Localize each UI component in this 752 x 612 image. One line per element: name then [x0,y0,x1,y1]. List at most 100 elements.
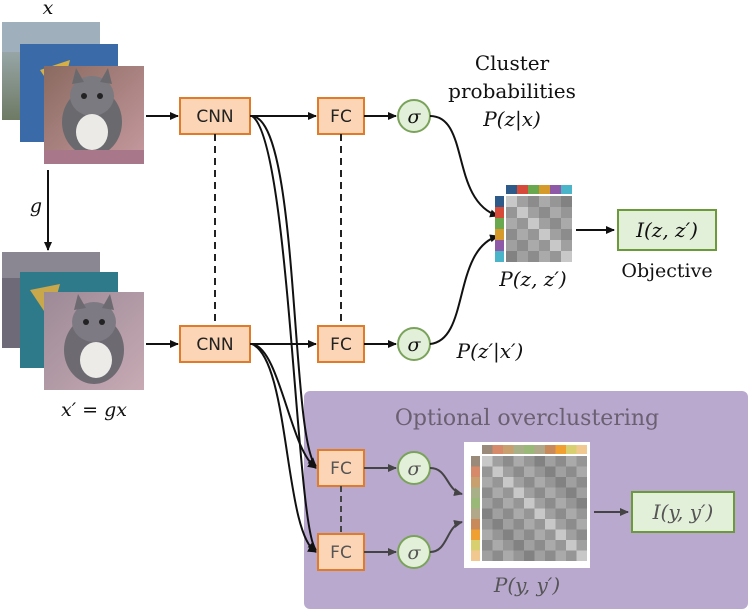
fc-top-box [317,97,365,135]
matrix-cell [566,456,577,467]
cluster-color-cell-top [506,185,517,194]
matrix-cell [506,229,517,240]
matrix-cell [576,529,587,540]
matrix-cell [492,519,503,530]
input-image-stack-x [2,22,144,164]
matrix-cell [524,529,535,540]
curve-cnn-top-to-fc-over-bottom [251,115,317,551]
matrix-cell [576,456,587,467]
matrix-cell [550,218,561,229]
matrix-cell [524,456,535,467]
matrix-cell [566,466,577,477]
matrix-cell [482,529,493,540]
matrix-cell [545,529,556,540]
matrix-cell [555,466,566,477]
matrix-cell [492,477,503,488]
matrix-cell [534,550,545,561]
matrix-cell [550,251,561,262]
cnn-top-label: CNN [196,107,233,127]
cluster-color-cell-top [528,185,539,194]
matrix-cell [482,477,493,488]
matrix-cell [492,540,503,551]
cluster-color-cell-top [503,445,514,454]
fc-over-bottom-box [317,533,365,571]
matrix-cell [555,550,566,561]
matrix-cell [517,251,528,262]
transform-g-label: g [30,195,42,217]
cluster-label-line1: Cluster [475,51,550,75]
matrix-cell [576,498,587,509]
matrix-cell [561,196,572,207]
matrix-cell [539,207,550,218]
matrix-cell [524,519,535,530]
cluster-color-cell-left [495,196,504,207]
matrix-cell [517,218,528,229]
matrix-cell [517,240,528,251]
matrix-cell [503,508,514,519]
matrix-cell [534,456,545,467]
matrix-cell [576,466,587,477]
sigma-over-top-label: σ [408,458,422,480]
matrix-cell [561,240,572,251]
matrix-cell [561,218,572,229]
matrix-cell [503,487,514,498]
overclustering-title: Optional overclustering [395,406,659,431]
cluster-color-cell-left [471,508,480,519]
matrix-cell [503,550,514,561]
matrix-cell [513,466,524,477]
matrix-cell [566,529,577,540]
matrix-cell [576,487,587,498]
matrix-cell [482,540,493,551]
matrix-cell [534,529,545,540]
fc-bottom-box [317,325,365,363]
matrix-cell [506,196,517,207]
cluster-color-cell-top [513,445,524,454]
matrix-cell [513,529,524,540]
matrix-cell [503,456,514,467]
matrix-cell [561,229,572,240]
cluster-color-cell-left [471,550,480,561]
cluster-color-cell-left [495,229,504,240]
matrix-cell [482,466,493,477]
matrix-cell [528,229,539,240]
matrix-cell [528,218,539,229]
matrix-cell [524,540,535,551]
matrix-cell [534,498,545,509]
matrix-cell [513,477,524,488]
cluster-color-cell-left [495,207,504,218]
cluster-color-cell-top [534,445,545,454]
matrix-cell [517,196,528,207]
cluster-color-cell-left [471,529,480,540]
matrix-cell [545,466,556,477]
cnn-bottom-label: CNN [196,335,233,355]
matrix-cell [550,240,561,251]
matrix-cell [513,550,524,561]
matrix-cell [492,550,503,561]
matrix-cell [555,508,566,519]
matrix-cell [528,196,539,207]
matrix-cell [506,207,517,218]
objective-label: Objective [621,260,712,282]
cluster-color-cell-left [471,519,480,530]
matrix-cell [545,487,556,498]
matrix-cell [534,466,545,477]
p-joint-label: P(z, z′) [498,267,566,291]
cluster-color-cell-left [495,251,504,262]
joint-matrix-overclustering [471,445,587,561]
matrix-cell [506,251,517,262]
cluster-color-cell-top [555,445,566,454]
matrix-cell [524,550,535,561]
objective-mi-label: I(z, z′) [635,218,698,242]
matrix-cell [482,508,493,519]
matrix-cell [555,498,566,509]
cluster-color-cell-top [561,185,572,194]
matrix-cell [545,540,556,551]
matrix-cell [545,498,556,509]
matrix-cell [566,550,577,561]
matrix-cell [517,229,528,240]
matrix-cell [524,498,535,509]
cluster-color-cell-top [539,185,550,194]
matrix-cell [566,498,577,509]
joint-matrix-main [495,185,572,262]
cluster-color-cell-left [471,456,480,467]
